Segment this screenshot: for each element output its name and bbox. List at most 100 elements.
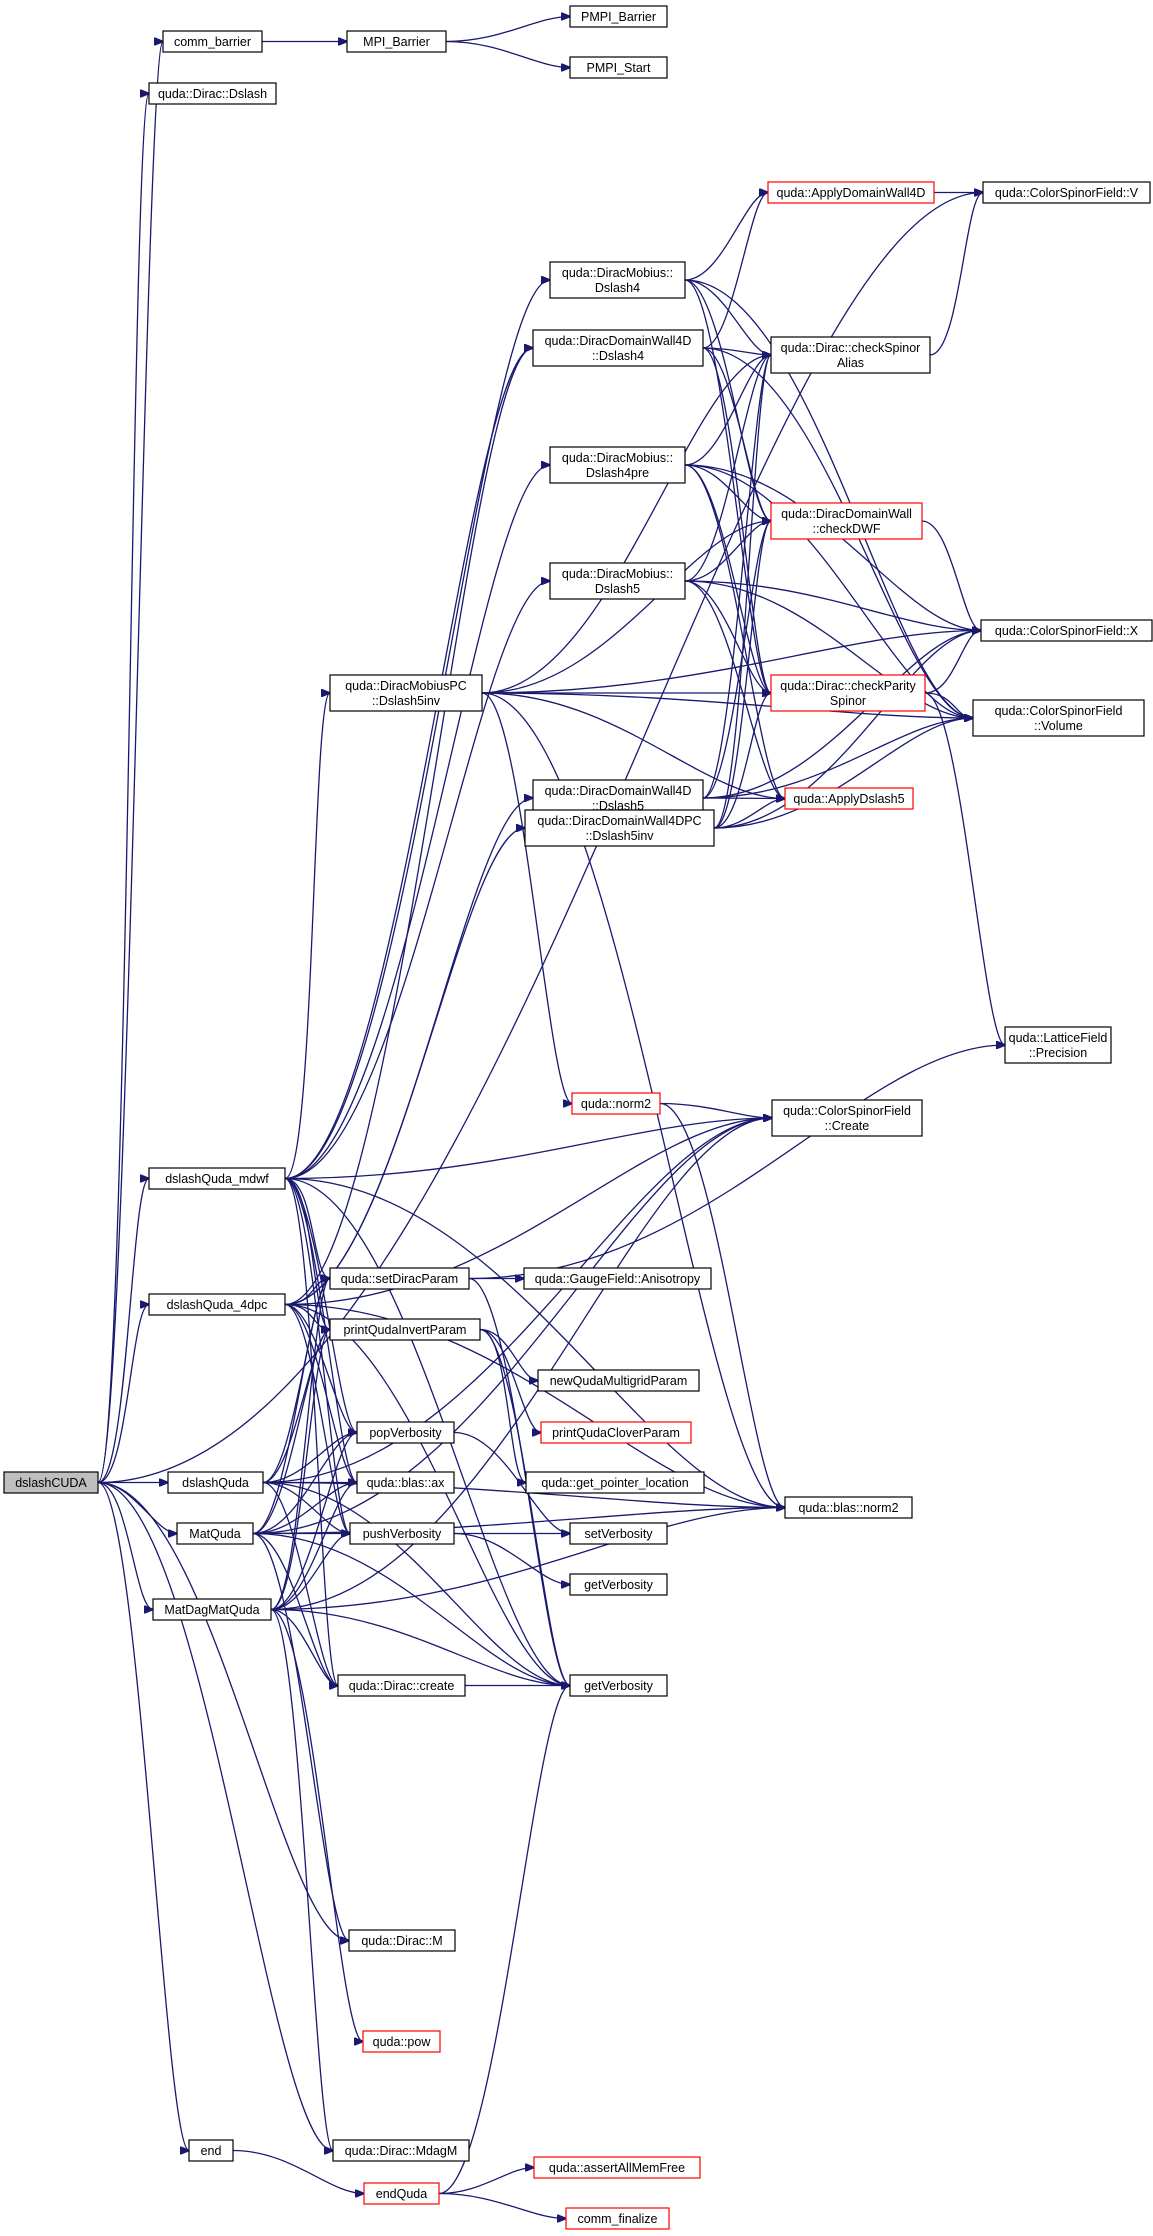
node-box-blas-norm2[interactable] (784, 1496, 913, 1519)
node-box-check-dwf[interactable] (770, 502, 923, 540)
node-box-set-dirac-param[interactable] (329, 1267, 470, 1290)
node-box-dslash-quda-mdwf[interactable] (148, 1167, 286, 1190)
node-box-dw4dpc-dslash5inv[interactable] (524, 809, 715, 847)
node-mat-quda[interactable]: MatQuda (176, 1522, 254, 1545)
node-mobius-dslash4pre[interactable]: quda::DiracMobius::Dslash4pre (549, 446, 686, 484)
node-dirac-create[interactable]: quda::Dirac::create (337, 1674, 466, 1697)
node-box-quda-pow[interactable] (362, 2030, 441, 2053)
node-set-dirac-param[interactable]: quda::setDiracParam (329, 1267, 470, 1290)
node-new-quda-multigrid-param[interactable]: newQudaMultigridParam (537, 1369, 700, 1392)
node-get-verbosity[interactable]: getVerbosity (569, 1674, 668, 1697)
node-mobiuspc-dslash5inv[interactable]: quda::DiracMobiusPC::Dslash5inv (329, 674, 483, 712)
node-box-csf-create[interactable] (771, 1099, 923, 1137)
node-box-dslash-cuda[interactable] (3, 1471, 99, 1494)
node-box-apply-domain-wall4-d[interactable] (767, 181, 935, 204)
node-box-pmpi-barrier[interactable] (569, 5, 668, 28)
edge-dslash-quda-4dpc-to-blas-ax (284, 1303, 357, 1483)
node-dirac-m[interactable]: quda::Dirac::M (348, 1929, 456, 1952)
node-box-dslash-quda-4dpc[interactable] (148, 1293, 286, 1316)
node-box-mat-dag-mat-quda[interactable] (152, 1598, 272, 1621)
node-blas-norm2[interactable]: quda::blas::norm2 (784, 1496, 913, 1519)
node-box-quda-norm2[interactable] (571, 1092, 661, 1115)
node-box-csf-v[interactable] (982, 181, 1151, 204)
node-box-check-parity-spinor[interactable] (770, 674, 926, 712)
node-box-mpi-barrier[interactable] (346, 30, 447, 53)
node-box-mobius-dslash5[interactable] (549, 562, 686, 600)
node-box-set-verbosity[interactable] (569, 1522, 668, 1545)
node-box-pmpi-start[interactable] (569, 56, 668, 79)
node-box-lattice-precision[interactable] (1004, 1026, 1112, 1064)
node-dslash-quda[interactable]: dslashQuda (167, 1471, 264, 1494)
node-box-print-quda-invert-param[interactable] (329, 1318, 481, 1341)
node-get-pointer-location[interactable]: quda::get_pointer_location (525, 1471, 705, 1494)
node-mobius-dslash5[interactable]: quda::DiracMobius::Dslash5 (549, 562, 686, 600)
node-dirac-dslash[interactable]: quda::Dirac::Dslash (148, 82, 277, 105)
node-box-blas-ax[interactable] (356, 1471, 455, 1494)
node-comm-finalize[interactable]: comm_finalize (565, 2207, 670, 2230)
node-mobius-dslash4[interactable]: quda::DiracMobius::Dslash4 (549, 261, 686, 299)
node-pmpi-start[interactable]: PMPI_Start (569, 56, 668, 79)
node-csf-x[interactable]: quda::ColorSpinorField::X (980, 619, 1153, 642)
node-end-quda[interactable]: endQuda (363, 2182, 440, 2205)
node-apply-domain-wall4-d[interactable]: quda::ApplyDomainWall4D (767, 181, 935, 204)
node-box-dirac-m[interactable] (348, 1929, 456, 1952)
node-print-quda-invert-param[interactable]: printQudaInvertParam (329, 1318, 481, 1341)
node-dw4dpc-dslash5inv[interactable]: quda::DiracDomainWall4DPC::Dslash5inv (524, 809, 715, 847)
node-box-end[interactable] (188, 2139, 234, 2162)
node-box-dirac-create[interactable] (337, 1674, 466, 1697)
node-dslash-quda-4dpc[interactable]: dslashQuda_4dpc (148, 1293, 286, 1316)
node-box-push-verbosity[interactable] (349, 1522, 455, 1545)
node-dw4d-dslash4[interactable]: quda::DiracDomainWall4D::Dslash4 (532, 329, 704, 367)
node-quda-norm2[interactable]: quda::norm2 (571, 1092, 661, 1115)
node-box-dslash-quda[interactable] (167, 1471, 264, 1494)
node-box-comm-barrier[interactable] (162, 30, 263, 53)
node-box-mobius-dslash4pre[interactable] (549, 446, 686, 484)
node-set-verbosity[interactable]: setVerbosity (569, 1522, 668, 1545)
node-box-mat-quda[interactable] (176, 1522, 254, 1545)
node-box-get-verbosity[interactable] (569, 1674, 668, 1697)
edge-mobius-dslash5-to-csf-volume (684, 580, 973, 718)
node-box-print-quda-clover-param[interactable] (540, 1421, 692, 1444)
node-box-comm-finalize[interactable] (565, 2207, 670, 2230)
node-box-check-spinor-alias[interactable] (770, 336, 931, 374)
node-csf-v[interactable]: quda::ColorSpinorField::V (982, 181, 1151, 204)
node-box-pop-verbosity[interactable] (356, 1421, 455, 1444)
node-blas-ax[interactable]: quda::blas::ax (356, 1471, 455, 1494)
node-assert-all-mem-free[interactable]: quda::assertAllMemFree (533, 2156, 701, 2179)
node-box-mobiuspc-dslash5inv[interactable] (329, 674, 483, 712)
node-box-get-pointer-location[interactable] (525, 1471, 705, 1494)
node-box-dirac-dslash[interactable] (148, 82, 277, 105)
node-box-new-quda-multigrid-param[interactable] (537, 1369, 700, 1392)
node-csf-volume[interactable]: quda::ColorSpinorField::Volume (972, 699, 1145, 737)
node-apply-dslash5[interactable]: quda::ApplyDslash5 (784, 787, 914, 810)
node-box-end-quda[interactable] (363, 2182, 440, 2205)
node-box-apply-dslash5[interactable] (784, 787, 914, 810)
node-gauge-anisotropy[interactable]: quda::GaugeField::Anisotropy (523, 1267, 712, 1290)
node-end[interactable]: end (188, 2139, 234, 2162)
node-print-quda-clover-param[interactable]: printQudaCloverParam (540, 1421, 692, 1444)
node-box-get-verbosity2[interactable] (569, 1573, 668, 1596)
node-box-dw4d-dslash4[interactable] (532, 329, 704, 367)
node-dslash-quda-mdwf[interactable]: dslashQuda_mdwf (148, 1167, 286, 1190)
node-csf-create[interactable]: quda::ColorSpinorField::Create (771, 1099, 923, 1137)
node-pop-verbosity[interactable]: popVerbosity (356, 1421, 455, 1444)
node-box-mobius-dslash4[interactable] (549, 261, 686, 299)
node-box-assert-all-mem-free[interactable] (533, 2156, 701, 2179)
node-quda-pow[interactable]: quda::pow (362, 2030, 441, 2053)
node-dslash-cuda[interactable]: dslashCUDA (3, 1471, 99, 1494)
node-mat-dag-mat-quda[interactable]: MatDagMatQuda (152, 1598, 272, 1621)
node-check-dwf[interactable]: quda::DiracDomainWall::checkDWF (770, 502, 923, 540)
node-mpi-barrier[interactable]: MPI_Barrier (346, 30, 447, 53)
node-get-verbosity2[interactable]: getVerbosity (569, 1573, 668, 1596)
node-pmpi-barrier[interactable]: PMPI_Barrier (569, 5, 668, 28)
node-dirac-mdag-m[interactable]: quda::Dirac::MdagM (332, 2139, 470, 2162)
node-comm-barrier[interactable]: comm_barrier (162, 30, 263, 53)
node-box-csf-volume[interactable] (972, 699, 1145, 737)
node-box-gauge-anisotropy[interactable] (523, 1267, 712, 1290)
node-box-dirac-mdag-m[interactable] (332, 2139, 470, 2162)
node-lattice-precision[interactable]: quda::LatticeField::Precision (1004, 1026, 1112, 1064)
node-box-csf-x[interactable] (980, 619, 1153, 642)
node-push-verbosity[interactable]: pushVerbosity (349, 1522, 455, 1545)
